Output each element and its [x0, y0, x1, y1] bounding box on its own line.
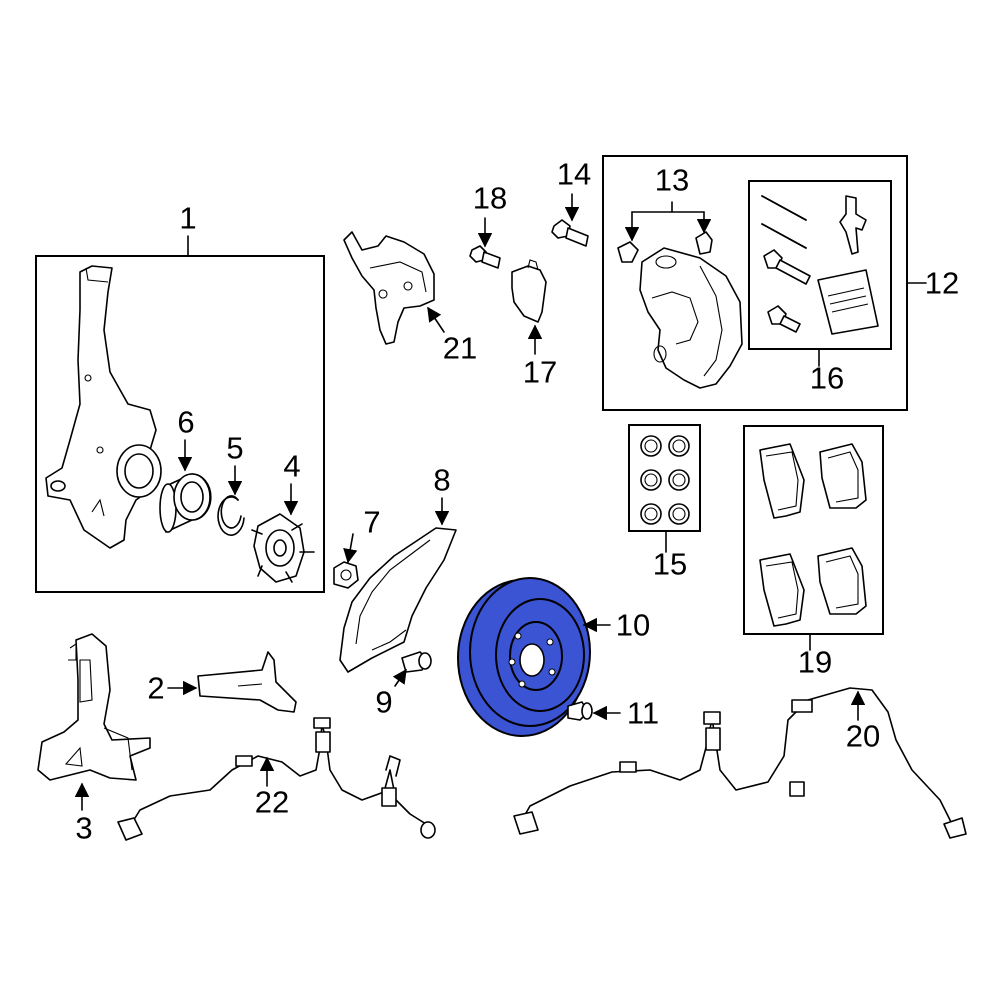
splash-guard[interactable] [37, 633, 151, 781]
brake-caliper[interactable] [639, 247, 743, 389]
callout-13: 13 [655, 163, 689, 198]
caliper-bolt-14[interactable] [551, 219, 589, 247]
anti-rattle-clip[interactable] [839, 195, 867, 255]
splash-shield-bracket[interactable] [197, 651, 297, 713]
hardware-pins[interactable] [761, 195, 807, 249]
callout-5: 5 [226, 431, 243, 466]
bleeder-screw-right[interactable] [695, 231, 713, 255]
callout-12: 12 [925, 266, 959, 301]
callout-22: 22 [255, 785, 289, 820]
callout-8: 8 [433, 463, 450, 498]
caliper-group-box [602, 155, 908, 411]
hardware-bolt-long[interactable] [763, 249, 811, 285]
steering-knuckle[interactable] [45, 265, 162, 549]
bleeder-screw-left[interactable] [617, 241, 639, 263]
callout-11: 11 [627, 696, 659, 731]
callout-2: 2 [147, 671, 164, 706]
hardware-bolt-short[interactable] [767, 305, 801, 333]
dust-shield[interactable] [339, 527, 457, 673]
hub-nut[interactable] [333, 561, 359, 589]
caliper-seals[interactable] [640, 435, 690, 525]
knuckle-group-box [35, 255, 325, 593]
callout-labels: 1 2 3 4 5 6 7 8 9 10 11 12 13 14 15 16 1… [75, 157, 959, 846]
caliper-bracket[interactable] [343, 231, 435, 345]
abs-sensor-harness-right[interactable] [513, 687, 967, 839]
callout-3: 3 [75, 811, 92, 846]
rotor-screw[interactable] [567, 701, 593, 721]
callout-6: 6 [177, 405, 194, 440]
instruction-sheet[interactable] [817, 269, 879, 335]
abs-sensor-harness-left[interactable] [117, 717, 436, 841]
callout-4: 4 [283, 449, 300, 484]
seal-kit-box [628, 424, 701, 532]
callout-15: 15 [653, 547, 687, 582]
callout-10: 10 [616, 608, 650, 643]
snap-ring[interactable] [217, 495, 245, 536]
callout-18: 18 [473, 181, 507, 216]
hardware-kit-box [748, 180, 892, 350]
callout-9: 9 [375, 685, 392, 720]
pad-set-box [743, 425, 884, 635]
callout-20: 20 [846, 719, 880, 754]
callout-21: 21 [443, 331, 477, 366]
guide-pin-boot[interactable] [511, 259, 547, 323]
brake-rotor[interactable] [457, 577, 591, 737]
caliper-bolt-18[interactable] [469, 245, 501, 269]
leader-lines [74, 193, 927, 811]
wheel-hub[interactable] [251, 513, 315, 583]
callout-7: 7 [363, 505, 380, 540]
wheel-bearing[interactable] [159, 473, 212, 533]
callout-1: 1 [179, 201, 196, 236]
brake-pads[interactable] [759, 443, 867, 627]
callout-19: 19 [798, 645, 832, 680]
callout-14: 14 [557, 157, 591, 192]
callout-17: 17 [523, 355, 557, 390]
callout-16: 16 [810, 361, 844, 396]
shield-bolt[interactable] [401, 651, 432, 673]
